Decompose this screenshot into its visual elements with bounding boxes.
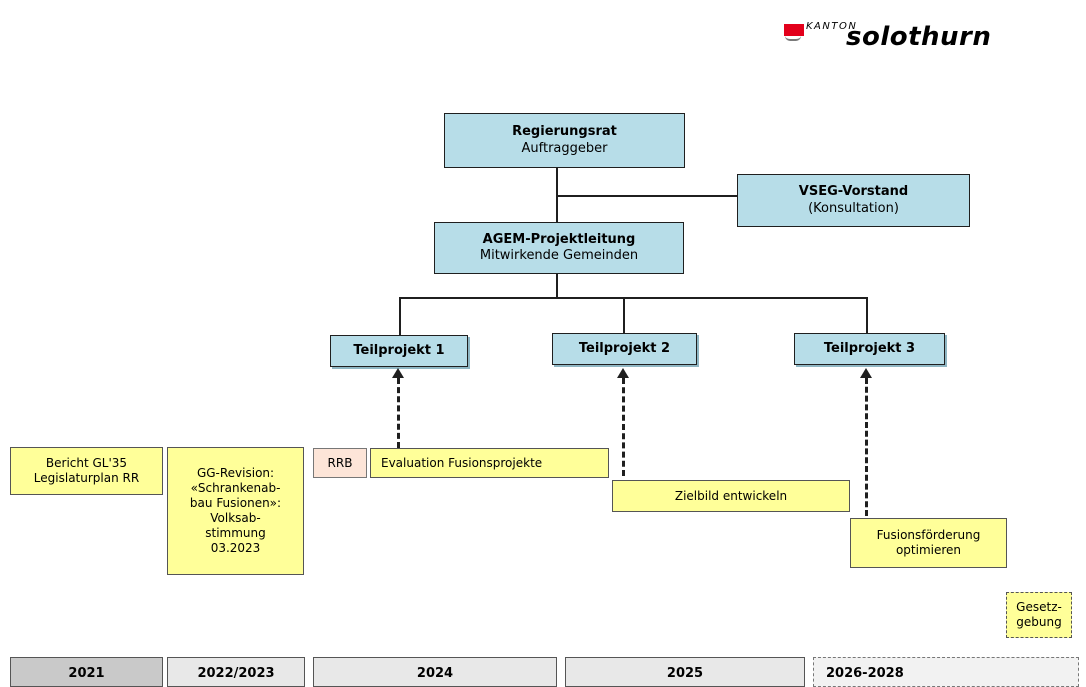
flag-swoosh-icon <box>785 36 801 41</box>
evaluation-label: Evaluation Fusionsprojekte <box>381 455 543 470</box>
timeline-2021: 2021 <box>10 657 163 687</box>
timeline-label: 2021 <box>68 666 105 681</box>
gg-line-1: GG-Revision: <box>196 466 275 480</box>
agem-box: AGEM-Projektleitung Mitwirkende Gemeinde… <box>434 222 684 274</box>
connector-agem-down <box>556 274 558 298</box>
zielbild-label: Zielbild entwickeln <box>674 488 788 503</box>
evaluation-box: Evaluation Fusionsprojekte <box>370 448 609 478</box>
teilprojekt-1-label: Teilprojekt 1 <box>353 342 445 358</box>
vseg-title: VSEG-Vorstand <box>798 184 909 200</box>
agem-title: AGEM-Projektleitung <box>482 231 636 247</box>
bericht-line-1: Bericht GL'35 <box>45 456 128 470</box>
timeline-label: 2026-2028 <box>826 666 904 681</box>
regierungsrat-title: Regierungsrat <box>512 124 617 140</box>
flag-icon <box>784 24 804 36</box>
timeline-label: 2022/2023 <box>197 666 275 681</box>
agem-subtitle: Mitwirkende Gemeinden <box>479 248 639 263</box>
arrow-up-icon <box>860 368 872 378</box>
vseg-subtitle: (Konsultation) <box>808 200 899 216</box>
timeline-2025: 2025 <box>565 657 805 687</box>
bericht-box: Bericht GL'35 Legislaturplan RR <box>10 447 163 495</box>
zielbild-box: Zielbild entwickeln <box>612 480 850 512</box>
gesetz-line-2: gebung <box>1016 615 1062 629</box>
connector-tp2 <box>623 297 625 335</box>
gesetz-line-1: Gesetz- <box>1016 600 1062 614</box>
gg-line-6: 03.2023 <box>210 541 261 555</box>
gg-line-5: stimmung <box>205 526 266 540</box>
bericht-line-2: Legislaturplan RR <box>33 471 140 485</box>
vseg-box: VSEG-Vorstand (Konsultation) <box>737 174 970 227</box>
timeline-label: 2025 <box>666 666 704 681</box>
arrow-up-icon <box>392 368 404 378</box>
teilprojekt-3-label: Teilprojekt 3 <box>823 340 916 356</box>
teilprojekt-2-label: Teilprojekt 2 <box>578 340 671 356</box>
arrow-up-icon <box>617 368 629 378</box>
rrb-box: RRB <box>313 448 367 478</box>
foerderung-line-1: Fusionsförderung <box>876 528 981 542</box>
rrb-label: RRB <box>327 456 353 470</box>
connector-tp1 <box>399 297 401 335</box>
gg-line-2: «Schrankenab- <box>190 481 281 495</box>
teilprojekt-1-box: Teilprojekt 1 <box>330 335 468 367</box>
gg-revision-box: GG-Revision: «Schrankenab- bau Fusionen»… <box>167 447 304 575</box>
fusionsfoerderung-box: Fusionsförderung optimieren <box>850 518 1007 568</box>
foerderung-line-2: optimieren <box>895 543 962 557</box>
logo-kanton-text: KANTON <box>806 21 858 32</box>
teilprojekt-3-box: Teilprojekt 3 <box>794 333 945 365</box>
connector-tp3 <box>866 297 868 335</box>
regierungsrat-box: Regierungsrat Auftraggeber <box>444 113 685 168</box>
regierungsrat-subtitle: Auftraggeber <box>521 140 608 156</box>
timeline-2026-2028: 2026-2028 <box>813 657 1079 687</box>
gg-line-4: Volksab- <box>210 511 261 525</box>
connector-vseg <box>556 195 738 197</box>
logo-name-text: solothurn <box>846 22 992 52</box>
timeline-2024: 2024 <box>313 657 557 687</box>
dashed-arrow-tp3 <box>865 378 868 516</box>
dashed-arrow-tp2 <box>622 378 625 476</box>
dashed-arrow-tp1 <box>397 378 400 448</box>
connector-teilprojekte-bar <box>399 297 866 299</box>
kanton-solothurn-logo: KANTON solothurn <box>784 18 1044 58</box>
teilprojekt-2-box: Teilprojekt 2 <box>552 333 697 365</box>
gesetzgebung-box: Gesetz- gebung <box>1006 592 1072 638</box>
timeline-2022-2023: 2022/2023 <box>167 657 305 687</box>
timeline-label: 2024 <box>416 666 454 681</box>
gg-line-3: bau Fusionen»: <box>189 496 282 510</box>
